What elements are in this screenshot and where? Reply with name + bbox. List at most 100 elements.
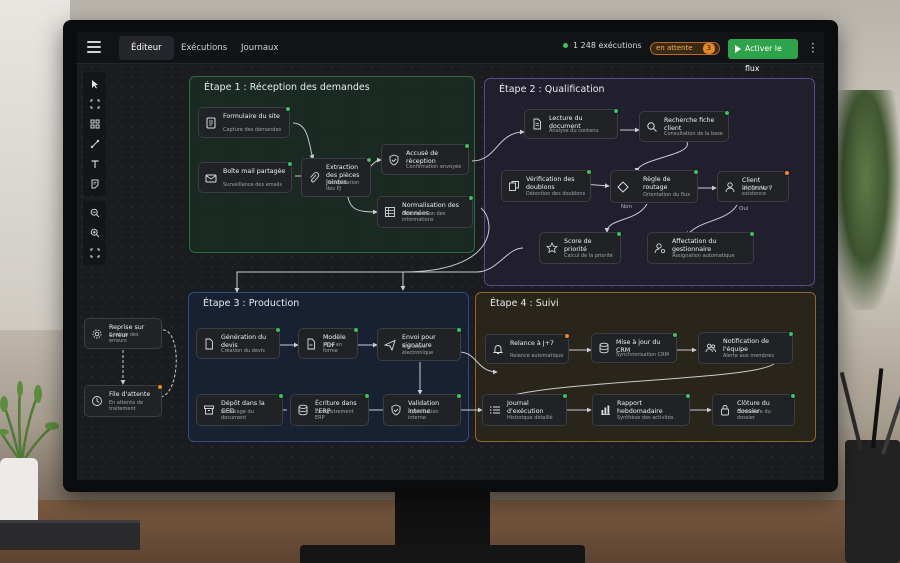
node-title: Affectation du gestionnaire <box>672 238 717 253</box>
node-title: Client inconnu ? <box>742 177 773 192</box>
status-ok-dot <box>586 169 592 175</box>
node-regle-routage[interactable]: Règle de routage Orientation du flux <box>610 169 699 203</box>
connector-icon[interactable] <box>83 134 106 154</box>
node-title: Normalisation des données <box>402 202 459 217</box>
node-maj-crm[interactable]: Mise à jour du CRM Synchronisation CRM <box>591 332 678 363</box>
executions-count-label: 1 248 exécutions <box>573 41 642 50</box>
node-title: Mise à jour du CRM <box>616 339 661 354</box>
node-subtitle: En attente de traitement <box>109 400 144 412</box>
node-journal-execution[interactable]: Journal d'exécution Historique détaillé <box>482 393 568 426</box>
hamburger-menu-icon[interactable] <box>87 41 101 53</box>
node-title: Relance à J+7 <box>510 340 554 347</box>
executions-counter: 1 248 exécutions <box>563 41 642 50</box>
node-formulaire[interactable]: Formulaire du site Capture des demandes <box>198 106 291 138</box>
node-modele-pdf[interactable]: Modèle PDF Mise en forme <box>298 327 359 359</box>
node-rapport-hebdomadaire[interactable]: Rapport hebdomadaire Synthèse des activi… <box>592 393 691 426</box>
node-subtitle: Gestion des erreurs <box>109 332 139 344</box>
workflow-editor-screen: Éditeur Exécutions Journaux 1 248 exécut… <box>77 32 824 480</box>
stage-1-title: Étape 1 : Réception des demandes <box>204 82 370 93</box>
node-accuse-reception[interactable]: Accusé de réception Confirmation envoyée <box>381 143 470 175</box>
gear-icon <box>92 329 102 338</box>
more-options-icon[interactable]: ··· <box>811 37 815 59</box>
database-icon <box>599 342 609 354</box>
tab-journaux[interactable]: Journaux <box>241 43 279 53</box>
monitor: Éditeur Exécutions Journaux 1 248 exécut… <box>63 20 838 492</box>
node-title: Notification de l'équipe <box>723 338 770 353</box>
node-lecture-document[interactable]: Lecture du document Analyse du contenu <box>524 108 619 139</box>
tool-group <box>83 72 106 196</box>
background-plant <box>830 90 900 310</box>
stage-3-title: Étape 3 : Production <box>203 298 300 309</box>
stage-2-title: Étape 2 : Qualification <box>499 84 605 95</box>
node-subtitle: Calcul de la priorité <box>564 253 613 259</box>
grid-nodes-icon[interactable] <box>83 114 106 134</box>
zoom-out-icon[interactable] <box>83 203 106 223</box>
node-subtitle: Synchronisation CRM <box>616 352 669 358</box>
node-generation-devis[interactable]: Génération du devis Création du devis <box>196 327 281 359</box>
node-cloture-dossier[interactable]: Clôture du dossier Fermeture du dossier <box>712 393 796 426</box>
status-ok-dot <box>364 393 370 399</box>
activate-flow-button[interactable]: Activer le flux <box>728 39 798 73</box>
node-recherche-client[interactable]: Recherche fiche client Consultation de l… <box>639 110 730 142</box>
node-subtitle: Orientation du flux <box>643 192 691 198</box>
node-relance-j7[interactable]: Relance à J+7 Relance automatique <box>485 333 570 364</box>
node-client-inconnu[interactable]: Client inconnu ? Vérification existence <box>717 170 790 202</box>
user-gear-icon <box>654 243 666 254</box>
status-ok-dot <box>456 327 462 333</box>
node-score-priorite[interactable]: Score de priorité Calcul de la priorité <box>539 231 622 264</box>
archive-icon <box>204 405 214 415</box>
status-ok-dot <box>788 331 794 337</box>
node-subtitle: Mise en forme <box>323 342 343 354</box>
node-verification-doublons[interactable]: Vérification des doublons Détection des … <box>501 169 592 202</box>
node-normalisation[interactable]: Normalisation des données Structuration … <box>377 195 474 228</box>
node-extraction[interactable]: Extraction des pièces jointes Récupérati… <box>301 157 372 197</box>
node-ecriture-erp[interactable]: Écriture dans l'ERP Enregistrement ERP <box>290 393 370 426</box>
node-validation-interne[interactable]: Validation interne Approbation interne <box>383 393 462 426</box>
monitor-stand <box>395 488 490 548</box>
node-subtitle: Assignation automatique <box>672 253 735 259</box>
database-icon <box>298 404 308 416</box>
note-icon[interactable] <box>83 174 106 194</box>
node-envoi-signature[interactable]: Envoi pour signature Signature électroni… <box>377 327 462 361</box>
status-ok-dot <box>278 393 284 399</box>
tab-editeur[interactable]: Éditeur <box>119 36 174 60</box>
books <box>0 520 140 550</box>
node-title: Journal d'exécution <box>507 400 544 415</box>
node-subtitle: Relance automatique <box>510 353 564 359</box>
node-reprise-erreur[interactable]: Reprise sur erreur Gestion des erreurs <box>84 318 162 349</box>
node-subtitle: Signature électronique <box>402 344 434 356</box>
text-icon[interactable] <box>83 154 106 174</box>
node-depot-ged[interactable]: Dépôt dans la GED Archivage du document <box>196 393 284 426</box>
zoom-group <box>83 201 106 265</box>
select-area-icon[interactable] <box>83 94 106 114</box>
tab-executions[interactable]: Exécutions <box>181 43 228 53</box>
node-subtitle: Archivage du document <box>221 409 254 421</box>
node-subtitle: Structuration des informations <box>402 211 446 223</box>
status-dot-icon <box>563 43 568 48</box>
top-bar: Éditeur Exécutions Journaux 1 248 exécut… <box>77 32 824 73</box>
status-ok-dot <box>685 393 691 399</box>
status-ok-dot <box>353 327 359 333</box>
status-ok-dot <box>749 231 755 237</box>
node-title: Clôture du dossier <box>737 400 770 415</box>
status-ok-dot <box>285 106 291 112</box>
node-title: Rapport hebdomadaire <box>617 400 663 415</box>
bar-chart-icon <box>601 405 610 415</box>
fit-screen-icon[interactable] <box>83 243 106 263</box>
node-notification-equipe[interactable]: Notification de l'équipe Alerte aux memb… <box>698 331 794 364</box>
node-title: Validation interne <box>408 400 440 415</box>
node-subtitle: Synthèse des activités <box>617 415 674 421</box>
node-subtitle: Vérification existence <box>742 185 771 197</box>
pending-label: en attente <box>656 44 693 52</box>
cursor-icon[interactable] <box>83 74 106 94</box>
zoom-in-icon[interactable] <box>83 223 106 243</box>
node-boite-mail[interactable]: Boîte mail partagée Surveillance des ema… <box>198 161 293 193</box>
node-title: Écriture dans l'ERP <box>315 400 357 415</box>
potted-plant <box>0 381 59 461</box>
node-title: Règle de routage <box>643 176 671 191</box>
status-ok-dot <box>366 157 372 163</box>
node-file-attente[interactable]: File d'attente En attente de traitement <box>84 384 163 417</box>
status-ok-dot <box>562 393 568 399</box>
node-affectation-gestionnaire[interactable]: Affectation du gestionnaire Assignation … <box>647 231 755 264</box>
